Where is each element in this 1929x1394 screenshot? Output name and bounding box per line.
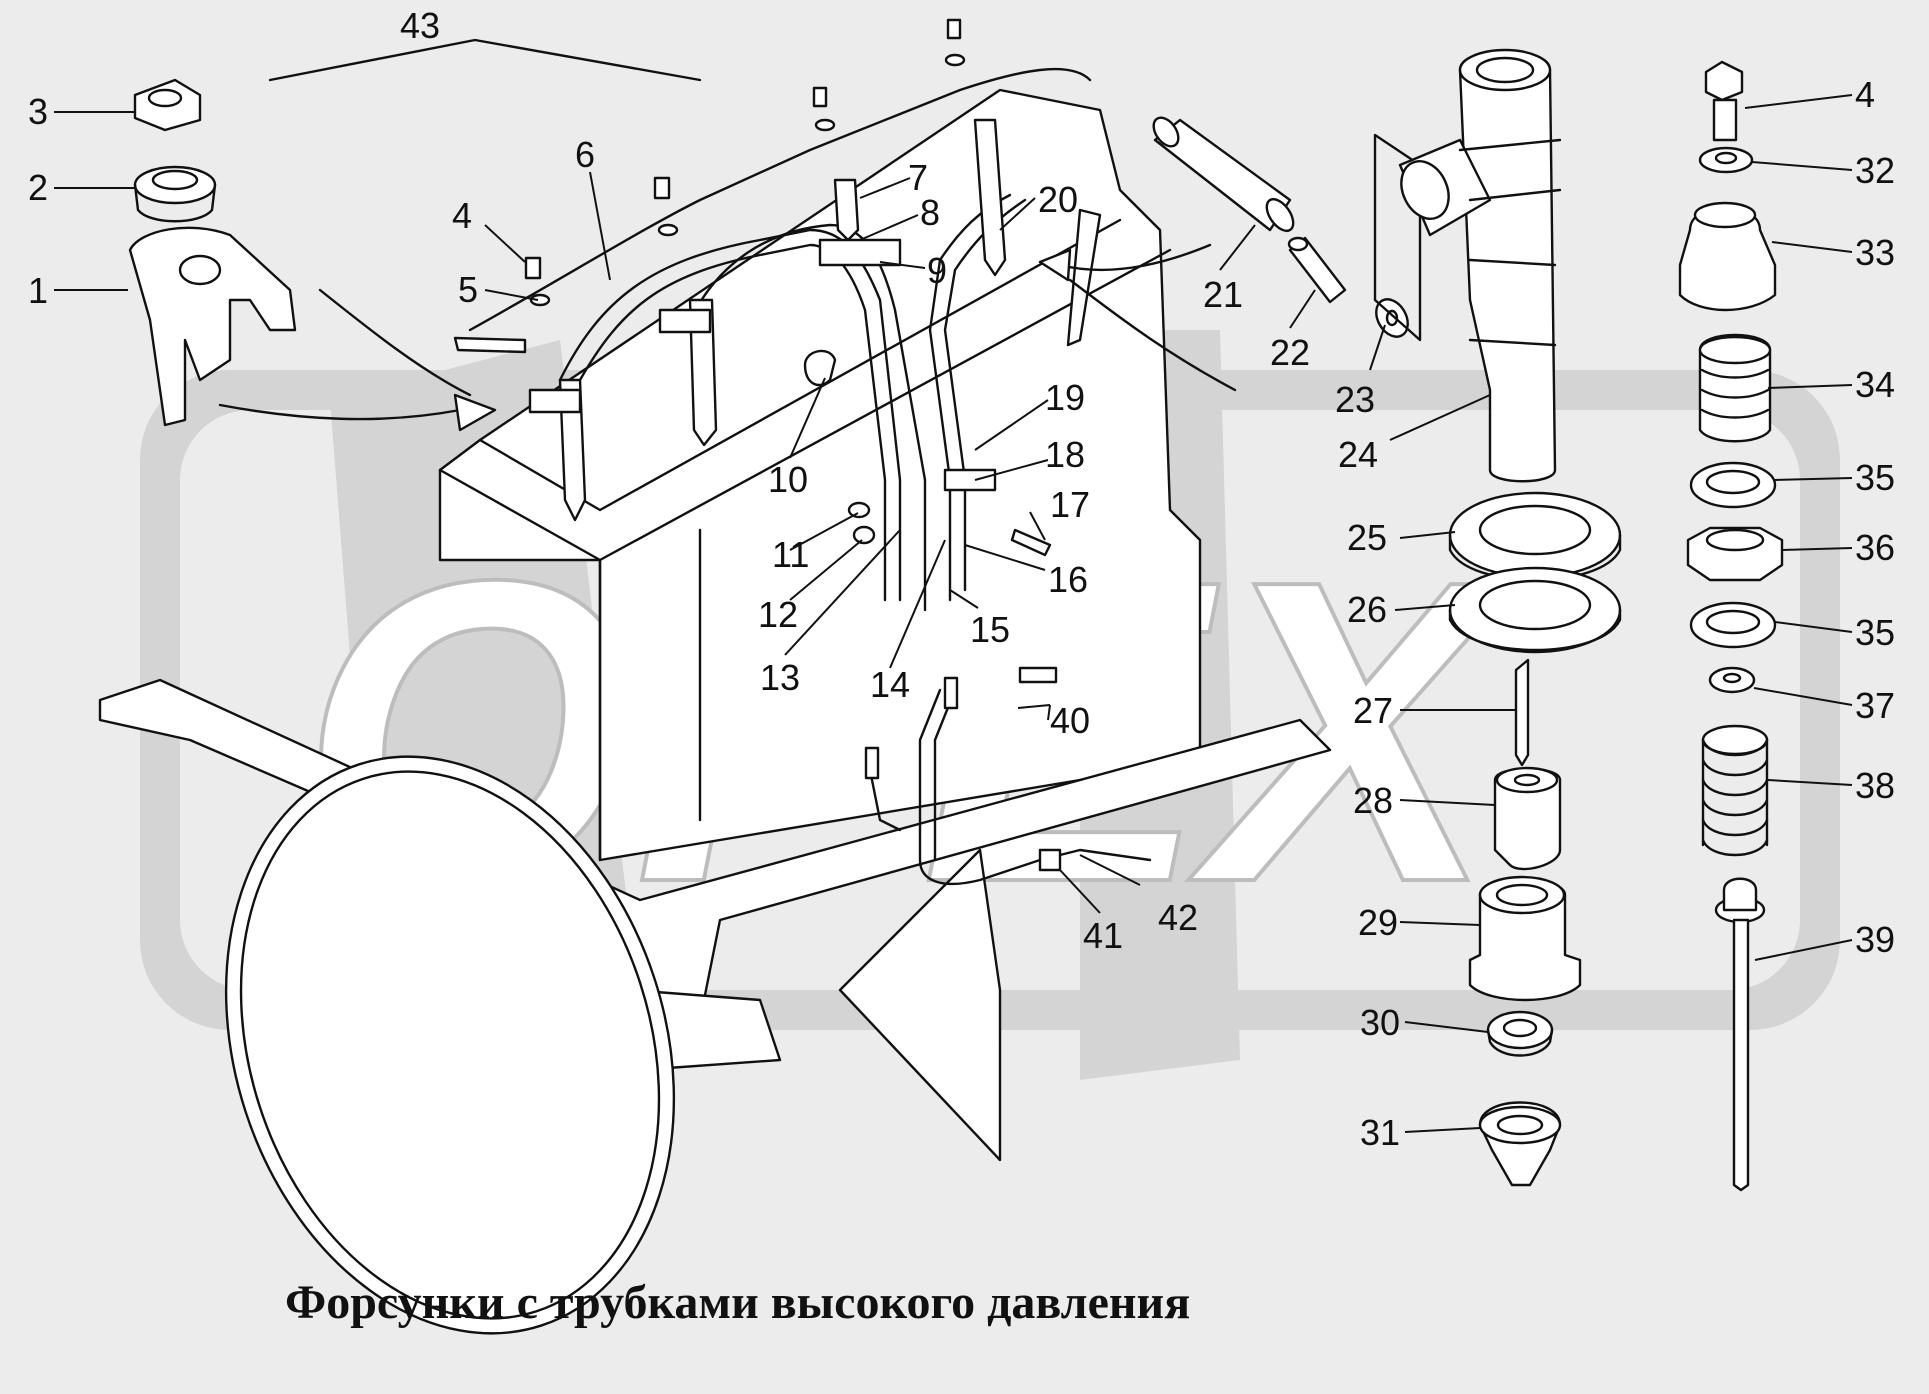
callout-33: 33 xyxy=(1855,232,1895,273)
callout-4: 4 xyxy=(452,195,472,236)
callout-19: 19 xyxy=(1045,377,1085,418)
callout-36: 36 xyxy=(1855,527,1895,568)
sleeve-22 xyxy=(1287,236,1347,304)
callout-14: 14 xyxy=(870,664,910,705)
callout-6: 6 xyxy=(575,134,595,175)
callout-42: 42 xyxy=(1158,897,1198,938)
callout-23: 23 xyxy=(1335,379,1375,420)
callout-25: 25 xyxy=(1347,517,1387,558)
callout-20: 20 xyxy=(1038,179,1078,220)
callout-12: 12 xyxy=(758,594,798,635)
needle-27 xyxy=(1514,658,1530,767)
fitting-21 xyxy=(1152,116,1295,233)
callout-13: 13 xyxy=(760,657,800,698)
ring-26 xyxy=(1448,566,1622,654)
washer-35-lower xyxy=(1689,601,1777,649)
callout-4-right: 4 xyxy=(1855,74,1875,115)
callout-10: 10 xyxy=(768,459,808,500)
callout-11: 11 xyxy=(772,534,809,575)
callout-9: 9 xyxy=(927,250,947,291)
callout-29: 29 xyxy=(1358,902,1398,943)
nut-3 xyxy=(133,78,202,132)
nozzle-nut-29 xyxy=(1468,875,1582,1002)
leader-lines xyxy=(54,94,1853,1133)
installed-injectors xyxy=(528,118,1102,522)
callout-16: 16 xyxy=(1048,559,1088,600)
callout-5: 5 xyxy=(458,269,478,310)
callout-31: 31 xyxy=(1360,1112,1400,1153)
callout-32: 32 xyxy=(1855,150,1895,191)
bolt-4-right xyxy=(1704,60,1744,142)
diagram-caption: Форсунки с трубками высокого давления xyxy=(285,1276,1190,1329)
callout-8: 8 xyxy=(920,192,940,233)
callout-34: 34 xyxy=(1855,364,1895,405)
callout-30: 30 xyxy=(1360,1002,1400,1043)
assembly-arrows xyxy=(218,38,1237,432)
engine-block xyxy=(98,88,1332,1335)
callout-38: 38 xyxy=(1855,765,1895,806)
nozzle-28 xyxy=(1493,766,1562,871)
nut-36 xyxy=(1686,526,1784,582)
callout-1: 1 xyxy=(28,270,48,311)
cap-31 xyxy=(1478,1101,1562,1187)
callout-3: 3 xyxy=(28,91,48,132)
callout-35-upper: 35 xyxy=(1855,457,1895,498)
spring-38 xyxy=(1701,724,1769,857)
washer-32 xyxy=(1698,146,1754,174)
callout-35-lower: 35 xyxy=(1855,612,1895,653)
washer-2 xyxy=(133,165,217,223)
callout-41: 41 xyxy=(1083,915,1123,956)
callout-labels: 1 2 3 4 5 6 7 8 9 10 11 12 13 14 15 16 1… xyxy=(28,5,1895,1153)
callout-22: 22 xyxy=(1270,332,1310,373)
callout-27: 27 xyxy=(1353,690,1393,731)
rod-39 xyxy=(1714,877,1766,1192)
callout-40: 40 xyxy=(1050,700,1090,741)
washer-30 xyxy=(1486,1010,1554,1057)
callout-18: 18 xyxy=(1045,434,1085,475)
spring-cup-34 xyxy=(1698,333,1772,443)
callout-24: 24 xyxy=(1338,434,1378,475)
callout-43: 43 xyxy=(400,5,440,46)
callout-21: 21 xyxy=(1203,274,1243,315)
washer-37 xyxy=(1708,666,1756,694)
callout-28: 28 xyxy=(1353,780,1393,821)
small-fittings xyxy=(453,18,1062,872)
callout-17: 17 xyxy=(1050,484,1090,525)
injector-24 xyxy=(1373,48,1562,483)
callout-39: 39 xyxy=(1855,919,1895,960)
callout-26: 26 xyxy=(1347,589,1387,630)
callout-7: 7 xyxy=(908,157,928,198)
washer-35-upper xyxy=(1689,461,1777,509)
callout-2: 2 xyxy=(28,167,48,208)
callout-37: 37 xyxy=(1855,685,1895,726)
bracket-1 xyxy=(128,226,297,427)
cap-nut-33 xyxy=(1678,201,1777,312)
callout-15: 15 xyxy=(970,609,1010,650)
